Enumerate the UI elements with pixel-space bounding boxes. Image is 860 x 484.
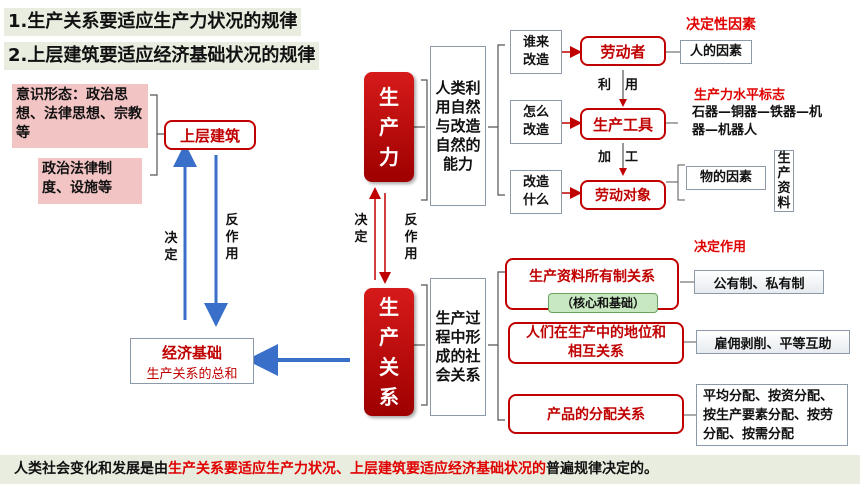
ownership-label: 生产资料所有制关系 <box>529 269 655 285</box>
footer-bar: 人类社会变化和发展是由生产关系要适应生产力状况、上层建筑要适应经济基础状况的普遍… <box>0 455 860 484</box>
human-factor-box: 人的因素 <box>680 40 752 64</box>
tools-history: 石器—铜器—铁器—机器—机器人 <box>692 105 823 138</box>
relation-types-box: 雇佣剥削、平等互助 <box>696 330 850 354</box>
pr-definition-text: 生产过程中形成的社会关系 <box>435 309 481 384</box>
economic-base-box: 经济基础 生产关系的总和 <box>130 338 254 384</box>
decisive-role-note: 决定作用 <box>694 240 747 255</box>
means-of-production-box: 生产资料 <box>774 150 794 212</box>
decide-label-mid: 决定 <box>354 213 368 245</box>
title-line-2: 2.上层建筑要适应经济基础状况的规律 <box>4 42 320 70</box>
economic-base-subtitle: 生产关系的总和 <box>146 367 238 382</box>
decisive-factor-note: 决定性因素 <box>686 17 756 33</box>
pf-definition-text: 人类利用自然与改造自然的能力 <box>435 78 481 173</box>
react-label-mid: 反作用 <box>404 213 418 262</box>
distribution-box: 产品的分配关系 <box>508 394 684 434</box>
labor-box: 劳动者 <box>580 36 666 66</box>
decide-label-left: 决定 <box>164 231 178 263</box>
production-relations-label: 生产关系 <box>379 295 399 409</box>
pf-level-note: 生产力水平标志 <box>694 88 786 103</box>
tools-box: 生产工具 <box>580 108 666 140</box>
means-of-production-text: 生产资料 <box>777 151 791 211</box>
verb-use: 利用 <box>598 78 653 93</box>
ownership-core-badge: （核心和基础） <box>548 293 658 313</box>
pf-definition-box: 人类利用自然与改造自然的能力 <box>430 46 486 206</box>
question-what-text: 改造什么 <box>522 175 549 208</box>
title-line-1: 1.生产关系要适应生产力状况的规律 <box>4 8 302 36</box>
position-box: 人们在生产中的地位和相互关系 <box>508 322 684 364</box>
question-who-text: 谁来改造 <box>522 35 549 68</box>
ownership-types-box: 公有制、私有制 <box>694 270 824 294</box>
ideology-box: 意识形态：政治思想、法律思想、宗教等 <box>12 84 148 148</box>
political-legal-box: 政治法律制度、设施等 <box>38 158 142 204</box>
productive-forces-label: 生产力 <box>379 85 399 169</box>
footer-highlight: 生产关系要适应生产力状况、上层建筑要适应经济基础状况的 <box>168 461 546 477</box>
superstructure-box: 上层建筑 <box>164 120 256 150</box>
footer-prefix: 人类社会变化和发展是由 <box>14 461 168 477</box>
question-who: 谁来改造 <box>510 30 562 74</box>
objects-box: 劳动对象 <box>580 180 666 210</box>
pr-definition-box: 生产过程中形成的社会关系 <box>430 278 486 416</box>
productive-forces-pill: 生产力 <box>364 72 414 182</box>
question-how: 怎么改造 <box>510 100 562 144</box>
footer-suffix: 普遍规律决定的。 <box>546 461 658 477</box>
distribution-types-box: 平均分配、按资分配、按生产要素分配、按劳分配、按需分配 <box>696 384 848 446</box>
react-label-left: 反作用 <box>225 213 239 262</box>
question-what: 改造什么 <box>510 170 562 214</box>
question-how-text: 怎么改造 <box>522 105 549 138</box>
verb-process: 加工 <box>598 150 653 165</box>
economic-base-title: 经济基础 <box>161 344 222 362</box>
material-factor-box: 物的因素 <box>686 166 766 190</box>
production-relations-pill: 生产关系 <box>364 288 414 416</box>
